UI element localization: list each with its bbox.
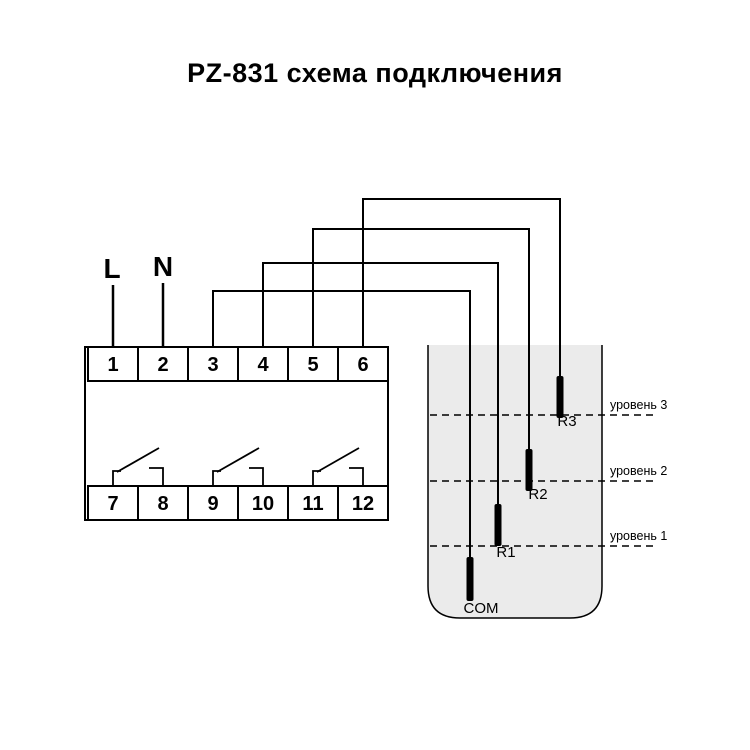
level-3-label: уровень 3 <box>610 398 667 412</box>
terminal-4-label: 4 <box>257 354 269 376</box>
electrode-r1-label: R1 <box>496 544 515 561</box>
terminal-12-label: 12 <box>352 493 374 515</box>
terminal-9-box <box>187 485 239 521</box>
contact-11-12 <box>312 447 364 486</box>
terminal-11-box <box>287 485 339 521</box>
wire-terminal5-r2 <box>312 228 530 449</box>
level-2-label: уровень 2 <box>610 464 667 478</box>
terminal-row-bottom: 7 8 9 10 11 12 <box>87 485 389 521</box>
terminal-11-label: 11 <box>302 493 323 515</box>
diagram-title: PZ-831 схема подключения <box>187 58 563 88</box>
terminal-12-box <box>337 485 389 521</box>
electrode-r3 <box>556 376 564 418</box>
terminal-1-box <box>87 346 139 382</box>
wire-terminal6-r3 <box>362 198 561 376</box>
electrode-com <box>466 557 474 601</box>
electrode-r1 <box>494 504 502 546</box>
terminal-2-label: 2 <box>157 354 168 376</box>
relay-contacts <box>112 447 364 486</box>
contact-7-8 <box>112 447 164 486</box>
wire-terminal3-com <box>212 290 471 557</box>
terminal-9-label: 9 <box>207 493 218 515</box>
terminal-5-label: 5 <box>307 354 318 376</box>
relay-device: 1 2 3 4 5 6 7 8 9 10 11 12 <box>84 346 389 521</box>
power-input: L N <box>103 251 173 347</box>
wire-terminal4-r1 <box>262 262 499 504</box>
level-1-label: уровень 1 <box>610 529 667 543</box>
electrode-r3-label: R3 <box>557 413 576 430</box>
electrode-com-label: COM <box>464 600 499 617</box>
neutral-label: N <box>153 251 173 282</box>
terminal-8-label: 8 <box>157 493 168 515</box>
terminal-1-label: 1 <box>107 354 118 376</box>
terminal-6-box <box>337 346 389 382</box>
line-label: L <box>103 253 120 284</box>
level-lines: уровень 3 уровень 2 уровень 1 <box>430 398 667 547</box>
terminal-7-label: 7 <box>107 493 118 515</box>
sensor-wires <box>212 198 561 557</box>
terminal-5-box <box>287 346 339 382</box>
electrode-r2 <box>525 449 533 491</box>
contact-9-10 <box>212 447 264 486</box>
terminal-10-label: 10 <box>252 493 274 515</box>
terminal-4-box <box>237 346 289 382</box>
electrodes: COM R1 R2 R3 <box>464 376 577 617</box>
terminal-10-box <box>237 485 289 521</box>
terminal-8-box <box>137 485 189 521</box>
terminal-3-label: 3 <box>207 354 218 376</box>
terminal-3-box <box>187 346 239 382</box>
terminal-row-top: 1 2 3 4 5 6 <box>87 346 389 382</box>
terminal-6-label: 6 <box>357 354 368 376</box>
electrode-r2-label: R2 <box>528 486 547 503</box>
